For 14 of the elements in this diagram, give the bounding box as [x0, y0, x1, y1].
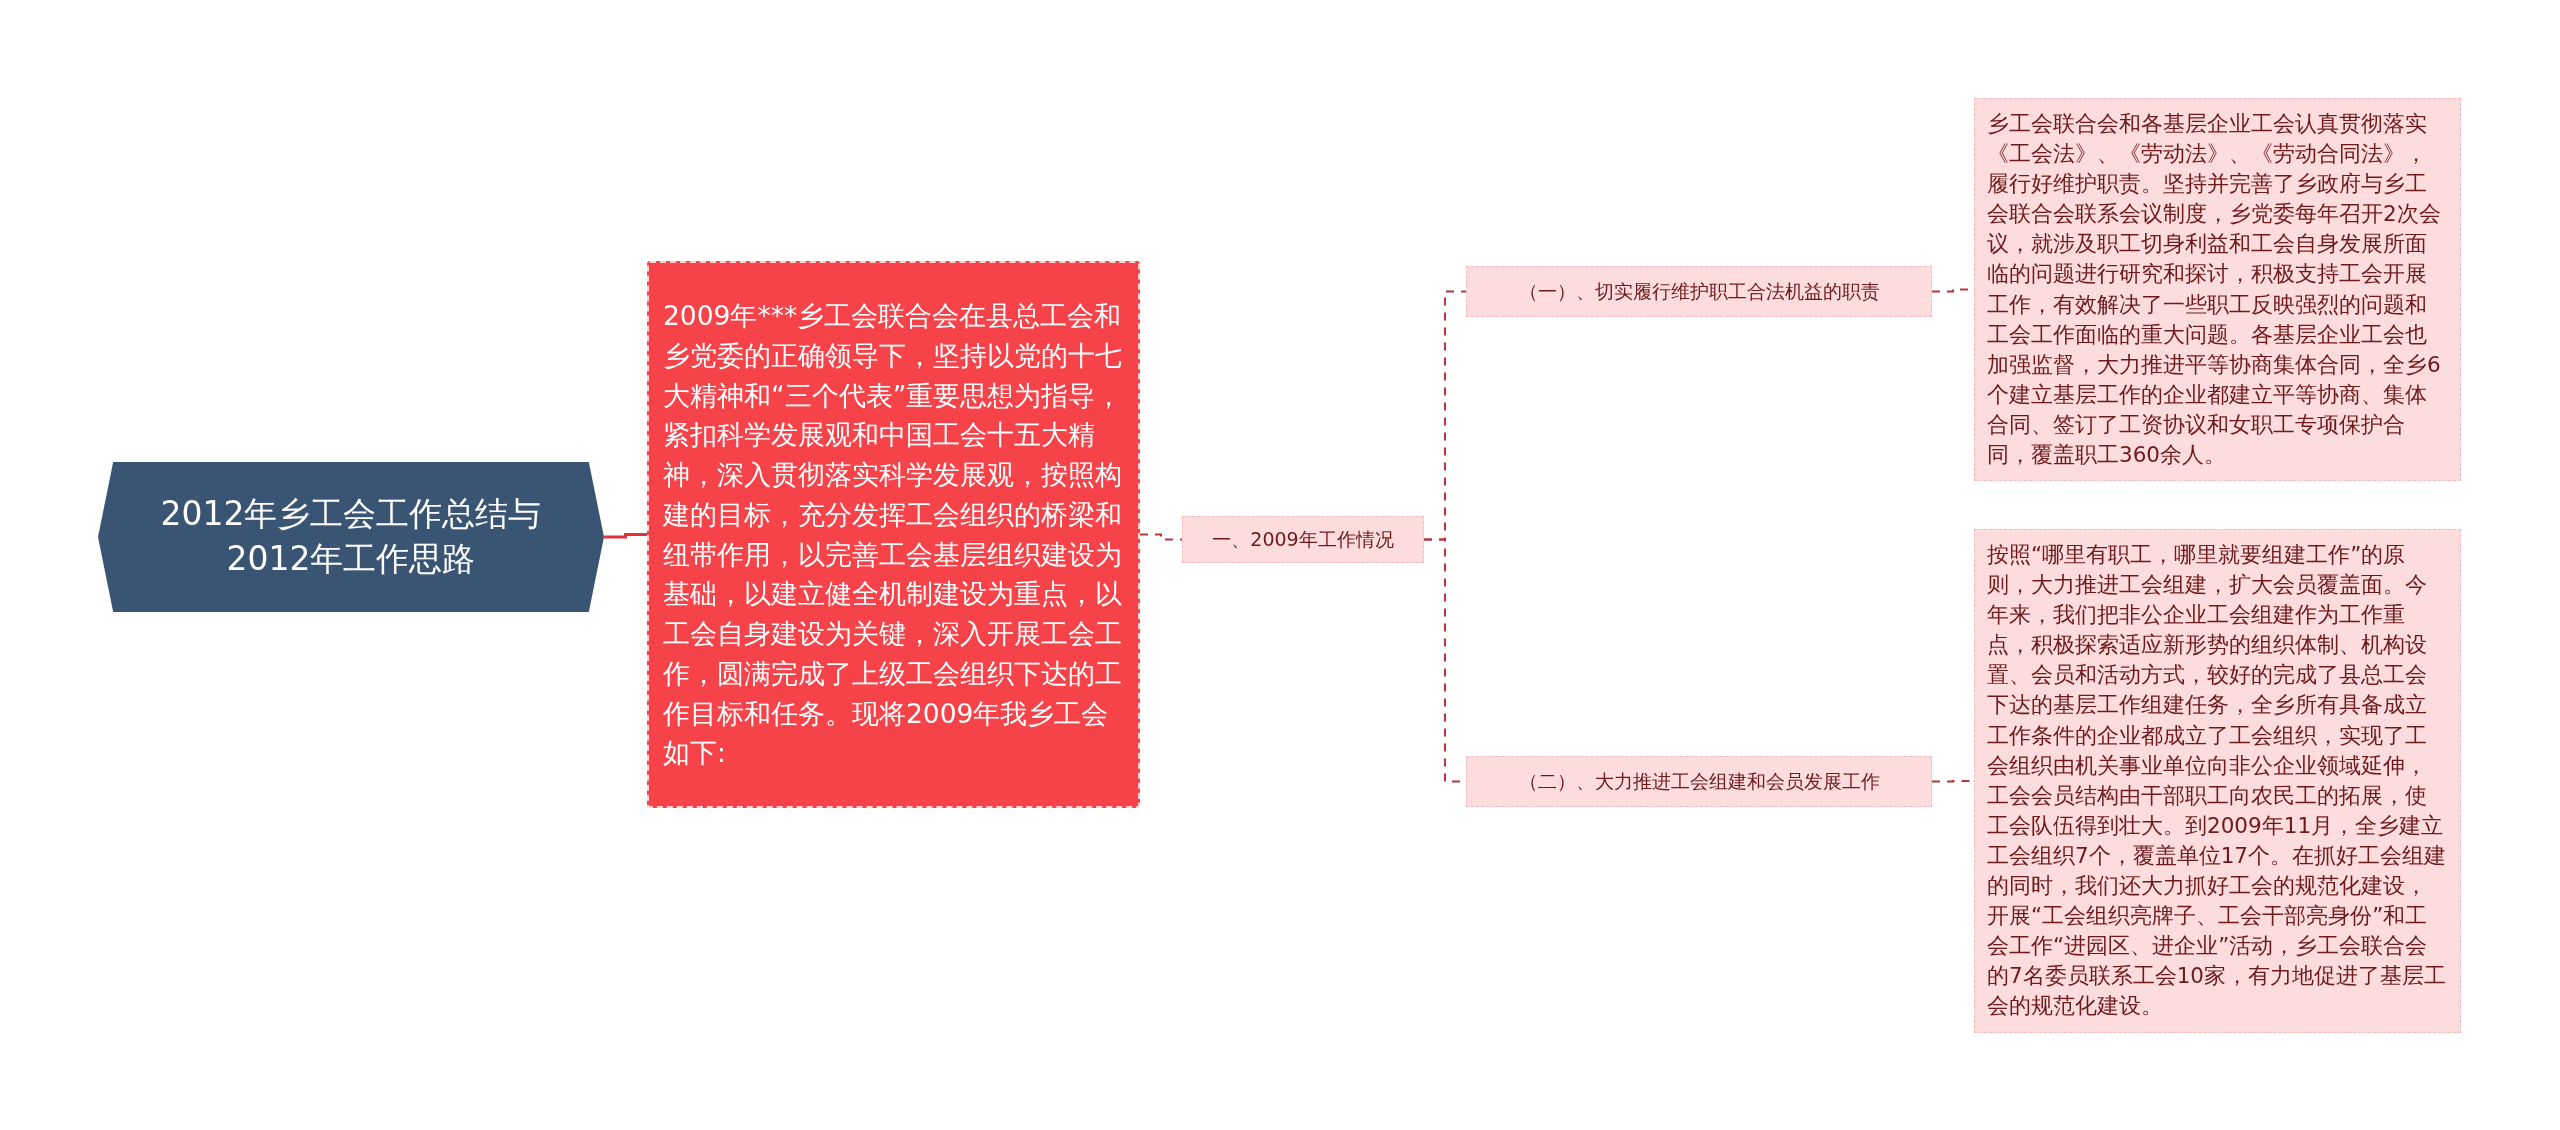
node-text: 按照“哪里有职工，哪里就要组建工作”的原则，大力推进工会组建，扩大会员覆盖面。今年来，我们把非公企业工会组建作为工作重点，积极探索适应新形势的组织体制、机构设置、会员和活动方式，较好的完成了县总工会下达的基层工作组建任务，全乡所有具备成立工作条件的企业都成立了工会组织，实现了工会组织由机关事业单位向非公企业领域延伸，工会会员结构由干部职工向农民工的拓展，使工会队伍得到壮大。到2009年11月，全乡建立工会组织7个，覆盖单位17个。在抓好工会组建的同时，我们还大力抓好工会的规范化建设，开展“工会组织亮牌子、工会干部亮身份”和工会工作“进园区、进企业”活动，乡工会联合会的7名委员联系工会10家，有力地促进了基层工会的规范化建设。 [1987, 541, 2448, 1021]
node-text: 乡工会联合会和各基层企业工会认真贯彻落实《工会法》、《劳动法》、《劳动合同法》，履行好维护职责。坚持并完善了乡政府与乡工会联合会联系会议制度，乡党委每年召开2次会议，就涉及职工切身利益和工会自身发展所面临的问题进行研究和探讨，积极支持工会开展工作，有效解决了一些职工反映强烈的问题和工会工作面临的重大问题。各基层企业工会也加强监督，大力推进平等协商集体合同，全乡6个建立基层工作的企业都建立平等协商、集体合同、签订了工资协议和女职工专项保护合同，覆盖职工360余人。 [1987, 110, 2442, 470]
node-text: 2009年***乡工会联合会在县总工会和乡党委的正确领导下，坚持以党的十七大精神和“三个代表”重要思想为指导，紧扣科学发展观和中国工会十五大精神，深入贯彻落实科学发展观，按照构建的目标，充分发挥工会组织的桥梁和纽带作用，以完善工会基层组织建设为基础，以建立健全机制建设为重点，以工会自身建设为关键，深入开展工会工作，圆满完成了上级工会组织下达的工作目标和任务。现将2009年我乡工会如下: [663, 299, 1124, 771]
topic-box [1182, 516, 1424, 563]
connector-line [604, 533, 647, 539]
summary-box [647, 261, 1140, 808]
topic-box [1466, 756, 1932, 807]
node-text: 2012年乡工会工作总结与2012年工作思路 [159, 493, 543, 580]
node-text: （一）、切实履行维护职工合法机益的职责 [1518, 278, 1880, 304]
node-text: （二）、大力推进工会组建和会员发展工作 [1518, 768, 1880, 794]
topic-box [1466, 266, 1932, 317]
node-text: 一、2009年工作情况 [1212, 526, 1394, 552]
title-hexagon [98, 462, 604, 612]
connector-line [1139, 533, 1183, 541]
